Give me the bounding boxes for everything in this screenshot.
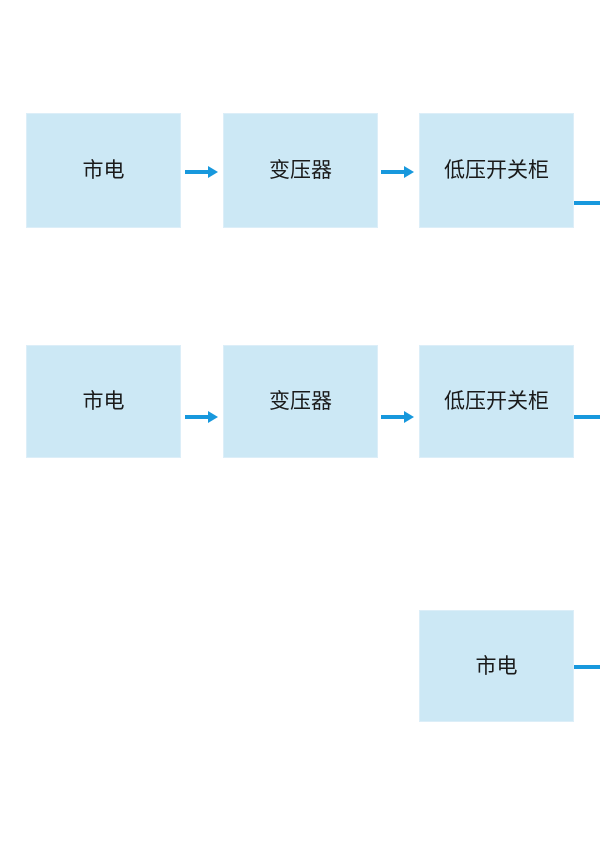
arrow-shaft — [381, 415, 405, 419]
flow-arrow-icon — [381, 166, 414, 178]
node-label: 变压器 — [269, 159, 332, 182]
flow-arrow-icon — [185, 411, 218, 423]
flow-arrow-icon — [381, 411, 414, 423]
node-label: 低压开关柜 — [444, 390, 549, 413]
flow-arrow-icon — [185, 166, 218, 178]
connector-line — [574, 201, 600, 205]
arrow-shaft — [185, 415, 209, 419]
node-lv-switchgear-1: 低压开关柜 — [419, 113, 574, 228]
arrow-head-icon — [208, 411, 218, 423]
node-transformer-1: 变压器 — [223, 113, 378, 228]
node-mains-2: 市电 — [26, 345, 181, 458]
node-label: 市电 — [82, 159, 125, 182]
node-mains-1: 市电 — [26, 113, 181, 228]
node-label: 变压器 — [269, 390, 332, 413]
arrow-shaft — [381, 170, 405, 174]
connector-line — [574, 665, 600, 669]
node-label: 市电 — [475, 654, 518, 678]
connector-line — [574, 415, 600, 419]
arrow-shaft — [185, 170, 209, 174]
node-transformer-2: 变压器 — [223, 345, 378, 458]
arrow-head-icon — [208, 166, 218, 178]
node-label: 市电 — [82, 390, 125, 413]
node-label: 低压开关柜 — [444, 159, 549, 182]
arrow-head-icon — [404, 166, 414, 178]
node-mains-3: 市电 — [419, 610, 574, 722]
arrow-head-icon — [404, 411, 414, 423]
node-lv-switchgear-2: 低压开关柜 — [419, 345, 574, 458]
